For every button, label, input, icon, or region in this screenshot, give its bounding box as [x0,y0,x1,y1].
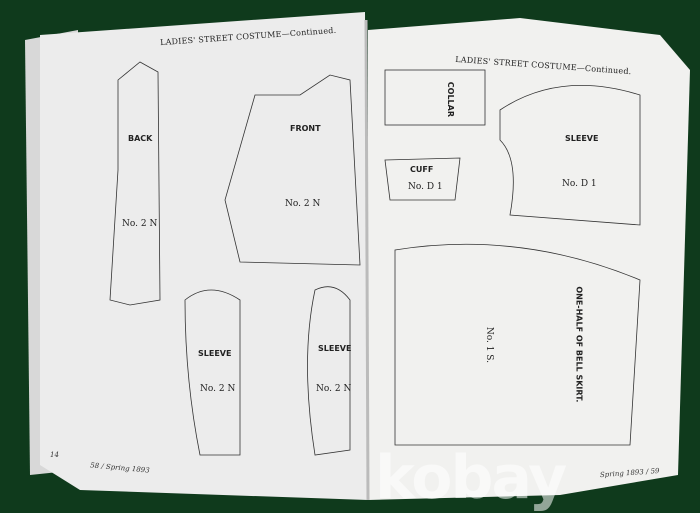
sleeve-label-2: SLEEVE [318,344,352,353]
skirt-label: ONE-HALF OF BELL SKIRT. [574,286,584,403]
front-label: FRONT [290,124,321,133]
left-page [40,12,368,500]
right-page [368,18,690,500]
collar-label: COLLAR [446,81,456,118]
cuff-label: CUFF [410,165,434,174]
sleeve-label-1: SLEEVE [198,349,232,358]
cuff-number: No. D 1 [408,182,443,192]
edge-mark: 14 [50,451,59,459]
gutter [364,19,370,501]
back-number: No. 2 N [122,219,158,229]
front-number: No. 2 N [285,199,321,209]
sleeve-label: SLEEVE [565,134,599,143]
sleeve-number: No. D 1 [562,179,597,189]
sleeve-number-2: No. 2 N [316,384,352,394]
skirt-number: No. 1 S. [484,326,495,364]
watermark: kobay [375,443,567,513]
sleeve-number-1: No. 2 N [200,384,236,394]
pattern-lines [109,61,641,456]
back-label: BACK [128,134,153,143]
